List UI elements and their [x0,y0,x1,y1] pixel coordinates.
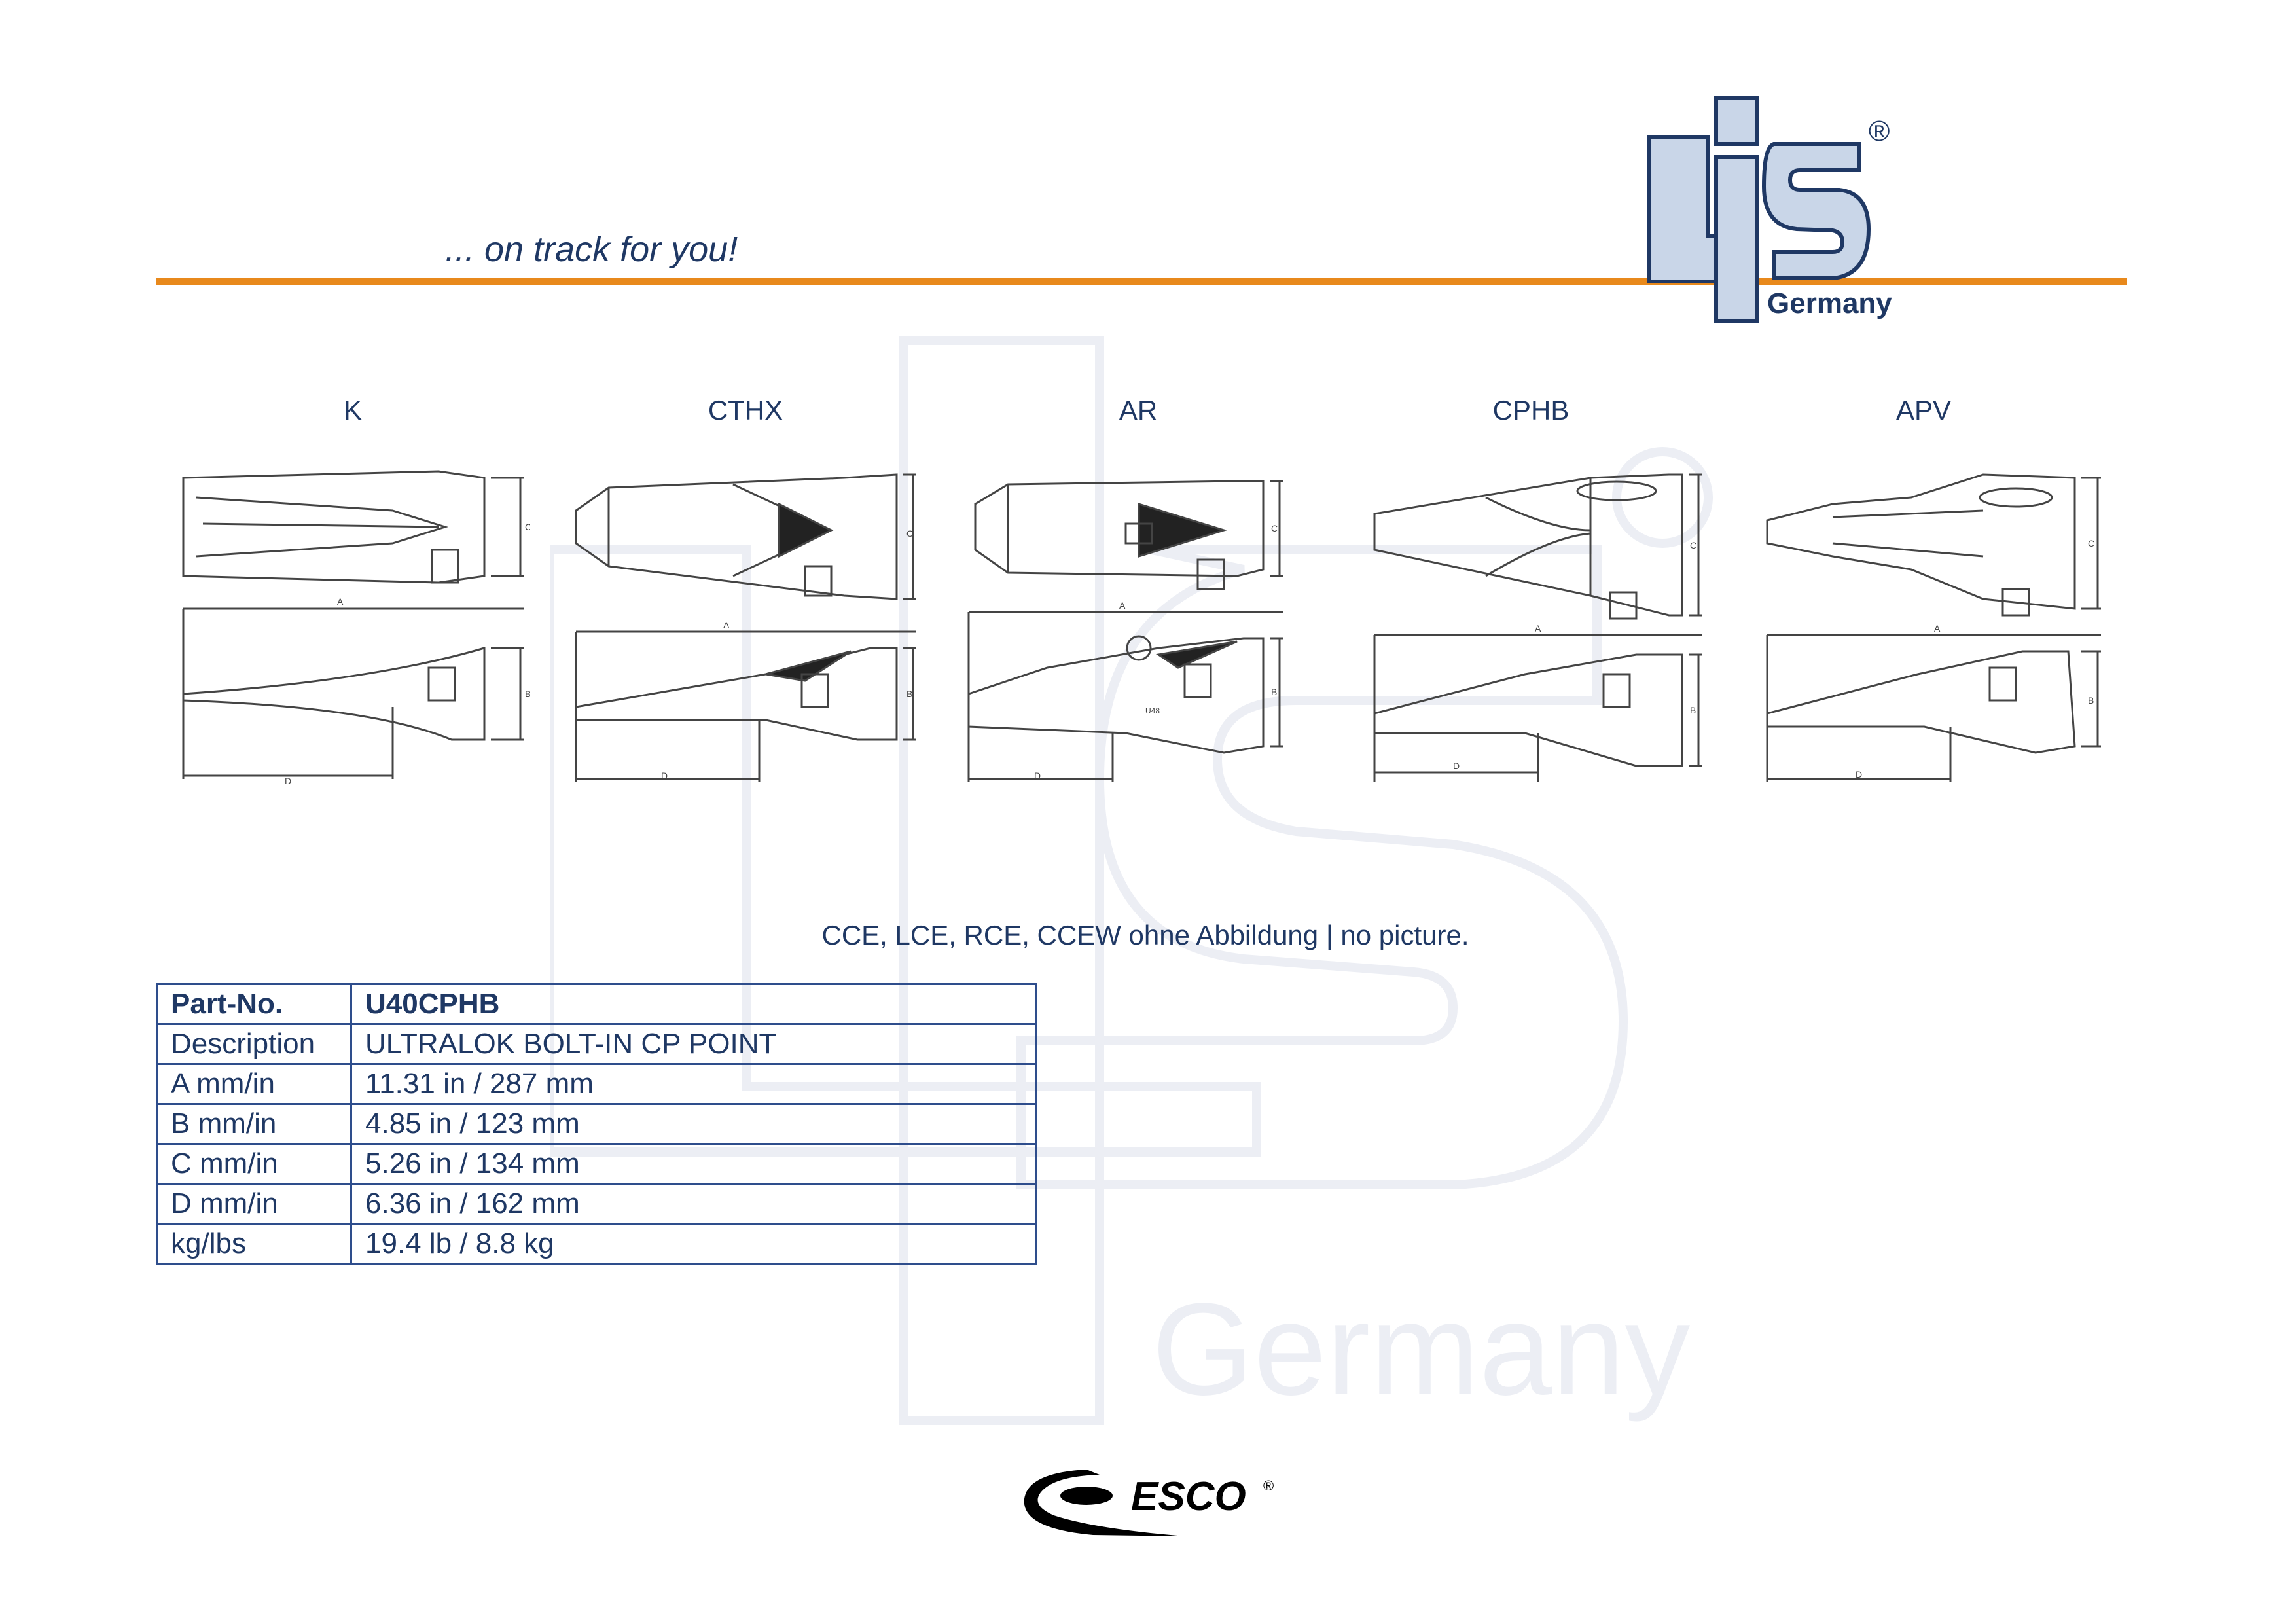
dim-d-label: D [1453,761,1460,771]
table-row: Part-No. U40CPHB [156,983,1037,1025]
dim-b-label: B [1271,687,1277,697]
spec-key: D mm/in [156,1183,352,1225]
drawing-apv: A B C D [1766,473,2101,782]
spec-key: A mm/in [156,1063,352,1105]
dim-d-label: D [1856,769,1862,780]
dim-b-label: B [525,689,530,699]
table-row: B mm/in 4.85 in / 123 mm [156,1103,1037,1145]
spec-value: 5.26 in / 134 mm [350,1143,1037,1185]
spec-key: kg/lbs [156,1223,352,1265]
spec-value: U40CPHB [350,983,1037,1025]
dim-b-label: B [2088,695,2094,706]
esco-logo: ESCO ® [1024,1470,1274,1536]
lis-logo: ® Germany [1647,96,1892,323]
dim-c-label: C [906,528,913,539]
dim-d-label: D [1034,770,1041,781]
dim-a-label: A [1934,623,1941,634]
no-picture-note: CCE, LCE, RCE, CCEW ohne Abbildung | no … [821,920,1469,950]
lis-watermark: Germany [550,336,1713,1425]
drawing-ar: A B C D U48 [967,480,1283,782]
dim-a-label: A [723,620,730,630]
table-row: kg/lbs 19.4 lb / 8.8 kg [156,1223,1037,1265]
table-row: D mm/in 6.36 in / 162 mm [156,1183,1037,1225]
dim-c-label: C [2088,538,2094,549]
spec-value: 6.36 in / 162 mm [350,1183,1037,1225]
header-rule [156,278,2127,285]
spec-key: Description [156,1023,352,1065]
tagline: ... on track for you! [445,230,738,269]
lis-logo-registered: ® [1869,115,1890,147]
variant-label-k: K [343,395,362,425]
esco-brand: ESCO [1131,1474,1246,1519]
table-row: Description ULTRALOK BOLT-IN CP POINT [156,1023,1037,1065]
variant-label-apv: APV [1895,395,1952,425]
spec-key: Part-No. [156,983,352,1025]
spec-table: Part-No. U40CPHB Description ULTRALOK BO… [156,983,1037,1265]
spec-value: ULTRALOK BOLT-IN CP POINT [350,1023,1037,1065]
dim-c-label: C [1690,540,1696,550]
spec-key: B mm/in [156,1103,352,1145]
spec-value: 19.4 lb / 8.8 kg [350,1223,1037,1265]
lis-logo-sub: Germany [1767,287,1892,319]
dim-d-label: D [285,776,291,785]
dim-b-label: B [1690,705,1696,715]
spec-value: 11.31 in / 287 mm [350,1063,1037,1105]
ar-badge-text: U48 [1145,706,1160,715]
variant-label-ar: AR [1119,395,1158,425]
dim-a-label: A [337,596,344,607]
variant-label-cthx: CTHX [708,395,783,425]
dim-d-label: D [661,770,668,781]
table-row: A mm/in 11.31 in / 287 mm [156,1063,1037,1105]
dim-a-label: A [1119,600,1126,611]
watermark-text: Germany [1152,1276,1690,1422]
esco-registered: ® [1263,1477,1274,1494]
dim-c-label: C [1271,523,1278,533]
drawing-cphb: A B C D [1373,473,1702,782]
spec-key: C mm/in [156,1143,352,1185]
drawing-cthx: A B C D [575,473,916,782]
dim-a-label: A [1535,623,1541,634]
variant-label-cphb: CPHB [1492,395,1570,425]
spec-value: 4.85 in / 123 mm [350,1103,1037,1145]
drawing-k: A B C D [182,470,530,785]
dim-c-label: C [525,522,530,532]
table-row: C mm/in 5.26 in / 134 mm [156,1143,1037,1185]
dim-b-label: B [906,689,912,699]
